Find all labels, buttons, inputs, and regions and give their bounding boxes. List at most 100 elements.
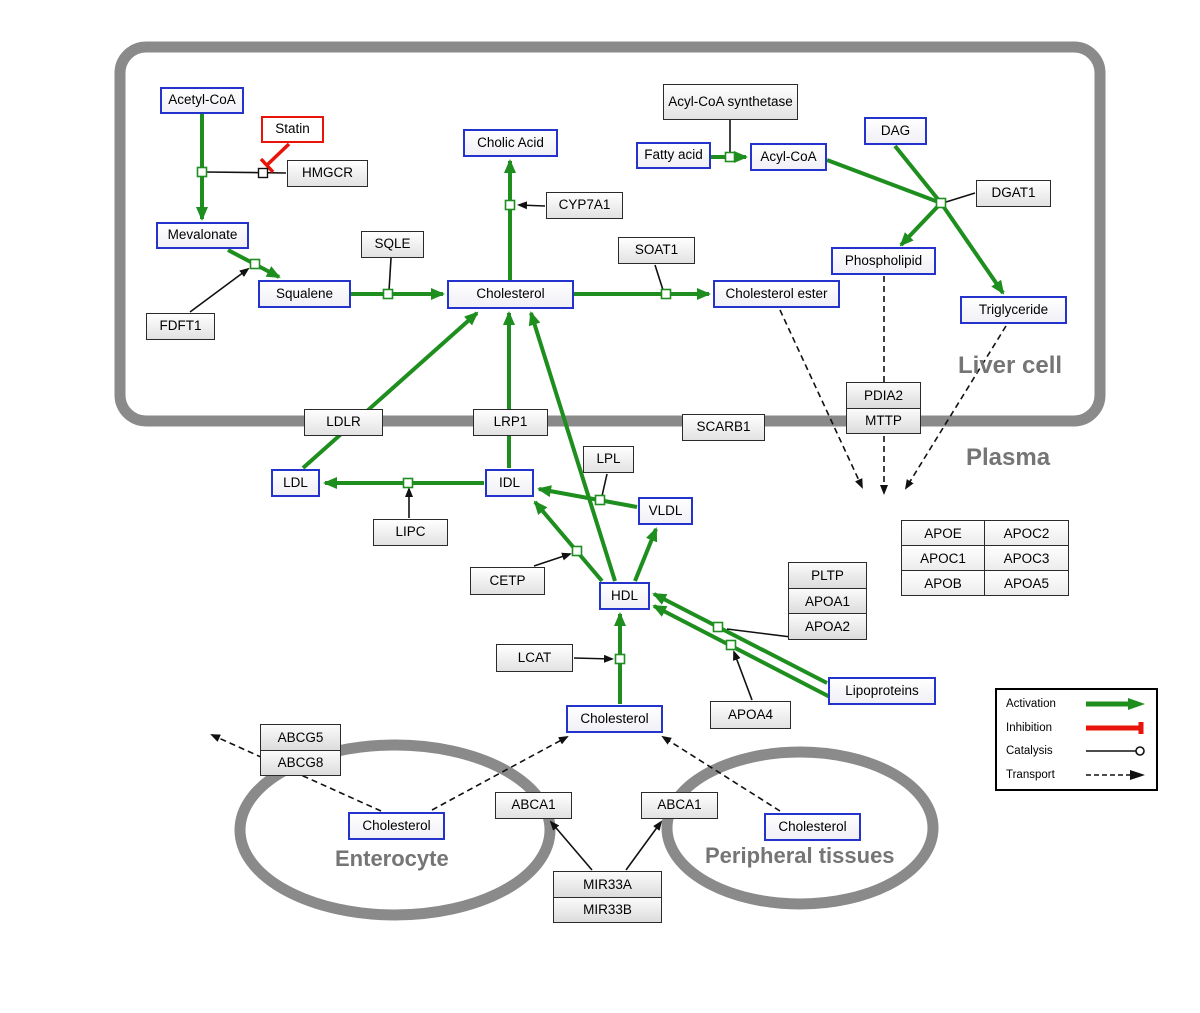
node-hmgcr[interactable]: HMGCR — [287, 160, 368, 187]
catalysis-lpl — [601, 473, 608, 497]
node-cyp7a1[interactable]: CYP7A1 — [546, 192, 623, 219]
transport-cholesterolester-plasma — [779, 309, 863, 489]
node-acyl-coa[interactable]: Acyl-CoA — [750, 143, 827, 171]
peripheral-tissues-membrane — [661, 746, 939, 910]
node-statin[interactable]: Statin — [261, 116, 324, 143]
node-phospholipid[interactable]: Phospholipid — [831, 247, 936, 275]
node-ldlr[interactable]: LDLR — [304, 409, 383, 436]
anchor-cholesterol-hdl — [614, 653, 626, 665]
liver-cell-membrane — [114, 41, 1106, 427]
regulation-mir33-abca1-left — [549, 820, 593, 871]
node-cholesterol-enterocyte[interactable]: Cholesterol — [348, 812, 445, 840]
node-pltp[interactable]: PLTP — [788, 562, 867, 589]
node-squalene[interactable]: Squalene — [258, 280, 351, 308]
node-acyl-coa-synthetase[interactable]: Acyl-CoA synthetase — [663, 84, 798, 120]
node-acetyl-coa[interactable]: Acetyl-CoA — [160, 87, 244, 114]
node-pltp-apoa-stack: PLTP APOA1 APOA2 — [788, 562, 867, 641]
catalysis-cetp — [533, 552, 572, 567]
node-abca1-right[interactable]: ABCA1 — [641, 792, 718, 819]
node-apoe[interactable]: APOE — [901, 520, 985, 546]
node-apob[interactable]: APOB — [901, 570, 985, 596]
catalysis-cyp7a1 — [517, 201, 546, 210]
node-scarb1[interactable]: SCARB1 — [682, 414, 765, 441]
node-apoa2[interactable]: APOA2 — [788, 613, 867, 641]
node-mir33a[interactable]: MIR33A — [553, 871, 662, 898]
node-mir33b[interactable]: MIR33B — [553, 896, 662, 923]
node-pdia2[interactable]: PDIA2 — [846, 382, 921, 409]
inhibition-statin-tbar — [259, 157, 275, 174]
node-mttp[interactable]: MTTP — [846, 407, 921, 434]
node-apoc1[interactable]: APOC1 — [901, 545, 985, 571]
regulation-mir33-abca1-right — [625, 820, 663, 871]
inhibition-statin-line — [265, 142, 291, 167]
node-soat1[interactable]: SOAT1 — [618, 237, 695, 264]
node-apoa1[interactable]: APOA1 — [788, 587, 867, 615]
legend-row-activation: Activation — [1006, 697, 1148, 711]
node-pdia2-mttp-stack: PDIA2 MTTP — [846, 382, 921, 434]
catalysis-fdft1 — [189, 267, 250, 313]
node-cholesterol-liver[interactable]: Cholesterol — [447, 280, 574, 309]
edge-lipoproteins-hdl-upper — [652, 592, 828, 685]
legend-transport-label: Transport — [1006, 768, 1055, 781]
node-cholic-acid[interactable]: Cholic Acid — [463, 129, 558, 157]
node-ldl[interactable]: LDL — [271, 469, 320, 497]
node-dgat1[interactable]: DGAT1 — [976, 180, 1051, 207]
node-cholesterol-plasma[interactable]: Cholesterol — [566, 705, 663, 733]
anchor-hdl-idl — [571, 545, 583, 557]
legend-row-catalysis: Catalysis — [1006, 744, 1148, 758]
node-lcat[interactable]: LCAT — [496, 644, 573, 672]
node-apoc2[interactable]: APOC2 — [984, 520, 1069, 546]
node-abcg5[interactable]: ABCG5 — [260, 724, 341, 751]
edge-vldl-idl — [537, 485, 638, 509]
node-lipc[interactable]: LIPC — [373, 519, 448, 546]
node-mir33-stack: MIR33A MIR33B — [553, 871, 662, 923]
node-fatty-acid[interactable]: Fatty acid — [636, 142, 711, 169]
node-abcg8[interactable]: ABCG8 — [260, 749, 341, 776]
catalysis-dgat1 — [945, 192, 976, 203]
node-mevalonate[interactable]: Mevalonate — [156, 222, 249, 249]
transport-enterocyte-cholesterol-plasma — [431, 736, 569, 811]
peripheral-tissues-label: Peripheral tissues — [705, 843, 895, 868]
anchor-squalene-cholesterol — [382, 288, 394, 300]
node-apoa5[interactable]: APOA5 — [984, 570, 1069, 596]
edge-ldl-cholesterol — [301, 311, 479, 470]
node-lpl[interactable]: LPL — [583, 446, 634, 473]
node-abca1-left[interactable]: ABCA1 — [495, 792, 572, 819]
node-cholesterol-peripheral[interactable]: Cholesterol — [764, 813, 861, 841]
plasma-label: Plasma — [966, 444, 1051, 471]
edge-hdl-idl — [533, 500, 604, 583]
transport-dashed-arrow-icon — [1086, 769, 1145, 780]
catalysis-lcat — [573, 654, 614, 663]
anchor-lipoproteins-hdl-lower — [725, 639, 737, 651]
legend-inhibition-label: Inhibition — [1006, 721, 1053, 734]
anchor-idl-ldl — [402, 477, 414, 489]
edge-hdl-vldl — [633, 527, 658, 582]
node-lipoproteins[interactable]: Lipoproteins — [828, 677, 936, 705]
catalysis-hmgcr — [205, 171, 287, 174]
catalysis-soat1 — [654, 264, 664, 291]
catalysis-circle-icon — [1086, 746, 1145, 757]
node-triglyceride[interactable]: Triglyceride — [960, 296, 1067, 324]
inhibition-tbar-icon — [1086, 721, 1144, 734]
node-cetp[interactable]: CETP — [470, 567, 545, 595]
node-idl[interactable]: IDL — [485, 469, 534, 497]
node-dag[interactable]: DAG — [864, 117, 927, 145]
node-cholesterol-ester[interactable]: Cholesterol ester — [713, 280, 840, 308]
node-fdft1[interactable]: FDFT1 — [146, 313, 215, 340]
node-apoa4[interactable]: APOA4 — [710, 701, 791, 729]
enterocyte-label: Enterocyte — [335, 846, 449, 871]
node-sqle[interactable]: SQLE — [361, 231, 424, 258]
anchor-hmgcr-statin — [257, 167, 269, 179]
catalysis-sqle — [388, 257, 392, 292]
catalysis-pltp-apoa — [726, 628, 792, 638]
anchor-acetylcoa-mevalonate — [196, 166, 208, 178]
node-hdl[interactable]: HDL — [599, 582, 650, 610]
legend-row-inhibition: Inhibition — [1006, 721, 1148, 735]
legend: Activation Inhibition Catalysis Transpor… — [995, 688, 1158, 791]
activation-arrow-icon — [1086, 698, 1145, 710]
node-lrp1[interactable]: LRP1 — [473, 409, 548, 436]
anchor-fattyacid-acylcoa — [724, 151, 736, 163]
node-vldl[interactable]: VLDL — [638, 497, 693, 525]
node-apoc3[interactable]: APOC3 — [984, 545, 1069, 571]
